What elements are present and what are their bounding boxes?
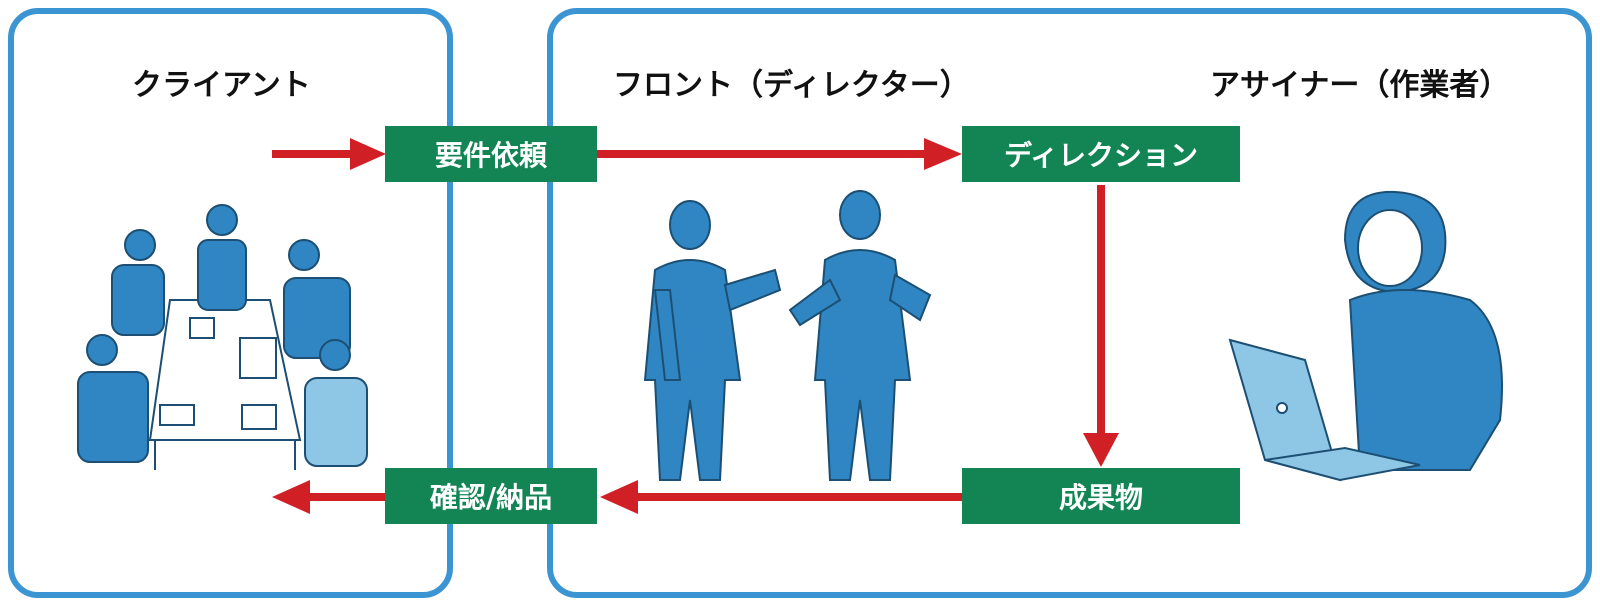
arrow-confirm-to-client [308,493,386,501]
assigner-laptop-illustration [1228,190,1503,482]
arrowhead-confirm-to-client [272,480,310,514]
step-direction-box: ディレクション [962,126,1240,182]
step-confirm-box: 確認/納品 [385,468,597,524]
arrowhead-request-to-direction [924,138,962,170]
arrow-request-to-direction [596,150,926,158]
step-deliverable-box: 成果物 [962,468,1240,524]
step-request-box: 要件依頼 [385,126,597,182]
client-heading: クライアント [132,68,311,103]
arrowhead-client-to-request [350,138,386,170]
arrow-direction-to-deliverable [1097,185,1105,435]
arrowhead-direction-to-deliverable [1083,433,1119,467]
client-meeting-illustration [77,204,368,470]
arrowhead-deliverable-to-confirm [600,480,638,514]
arrow-client-to-request [272,150,352,158]
assigner-heading: アサイナー（作業者） [1210,68,1510,103]
arrow-deliverable-to-confirm [636,493,962,501]
front-heading: フロント（ディレクター） [613,68,970,103]
front-discussion-illustration [643,190,932,481]
